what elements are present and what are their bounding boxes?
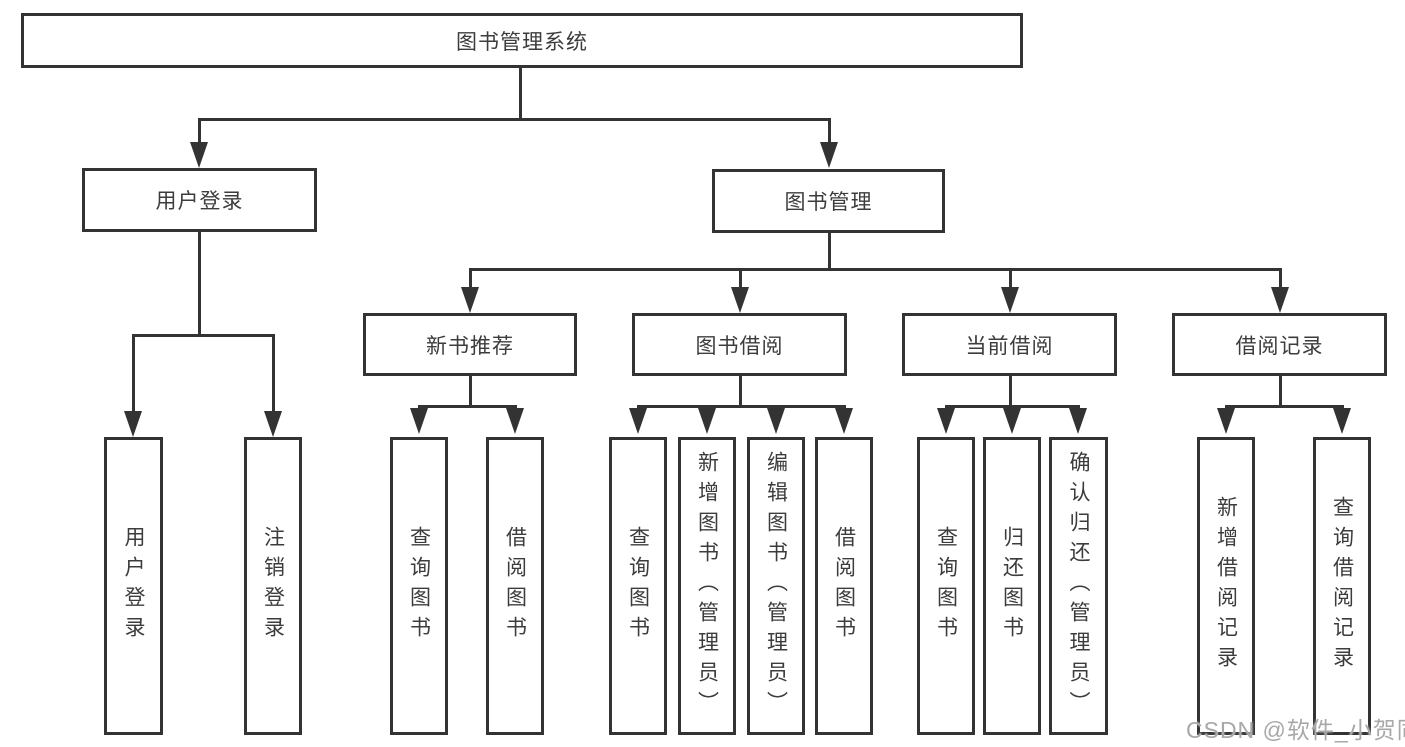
node-root-label: 图书管理系统 — [456, 30, 588, 54]
node-current-borrow-label: 当前借阅 — [965, 334, 1054, 358]
leaf-query-borrow-record: 查询借阅记录 — [1313, 437, 1371, 735]
leaf-add-book-admin: 新增图书（管理员） — [678, 437, 736, 735]
leaf-borrow-book-newrec: 借阅图书 — [486, 437, 544, 735]
leaf-query-book-newrec-label: 查询图书 — [407, 526, 431, 646]
connector-line — [469, 268, 1282, 271]
leaf-logout-label: 注销登录 — [261, 526, 285, 646]
connector-line — [198, 118, 831, 121]
node-root: 图书管理系统 — [21, 13, 1023, 68]
connector-line — [828, 233, 831, 270]
arrow-down-icon — [937, 408, 955, 434]
arrow-down-icon — [461, 287, 479, 313]
leaf-query-book-newrec: 查询图书 — [390, 437, 448, 735]
node-borrow-record: 借阅记录 — [1172, 313, 1387, 376]
connector-line — [828, 118, 831, 150]
connector-line — [132, 334, 135, 420]
arrow-down-icon — [820, 142, 838, 168]
connector-line — [945, 405, 1080, 408]
leaf-add-borrow-record: 新增借阅记录 — [1197, 437, 1255, 735]
leaf-user-login-label: 用户登录 — [122, 526, 145, 646]
leaf-logout: 注销登录 — [244, 437, 302, 735]
connector-line — [198, 232, 201, 336]
arrow-down-icon — [264, 411, 282, 437]
leaf-add-borrow-record-label: 新增借阅记录 — [1214, 496, 1238, 676]
arrow-down-icon — [1001, 287, 1019, 313]
leaf-query-book-borrow: 查询图书 — [609, 437, 667, 735]
connector-line — [637, 405, 846, 408]
connector-line — [1009, 268, 1012, 292]
connector-line — [418, 405, 517, 408]
leaf-confirm-return-admin-label: 确认归还（管理员） — [1067, 451, 1090, 721]
arrow-down-icon — [767, 408, 785, 434]
arrow-down-icon — [629, 408, 647, 434]
connector-line — [1279, 268, 1282, 292]
arrow-down-icon — [731, 287, 749, 313]
arrow-down-icon — [1271, 287, 1289, 313]
connector-line — [132, 334, 275, 337]
connector-line — [469, 376, 472, 407]
node-book-borrow: 图书借阅 — [632, 313, 847, 376]
node-new-book-recommend-label: 新书推荐 — [426, 334, 514, 358]
arrow-down-icon — [410, 408, 428, 434]
node-book-management: 图书管理 — [712, 169, 945, 233]
connector-line — [1279, 376, 1282, 407]
leaf-confirm-return-admin: 确认归还（管理员） — [1049, 437, 1108, 735]
node-book-management-label: 图书管理 — [784, 191, 873, 214]
connector-line — [1009, 376, 1012, 407]
arrow-down-icon — [1333, 408, 1351, 434]
csdn-watermark: CSDN @软件_小贺同学 — [1186, 717, 1405, 743]
connector-line — [469, 268, 472, 292]
arrow-down-icon — [1217, 408, 1235, 434]
connector-line — [739, 268, 742, 292]
connector-line — [272, 334, 275, 420]
leaf-edit-book-admin: 编辑图书（管理员） — [747, 437, 805, 735]
arrow-down-icon — [124, 411, 142, 437]
leaf-borrow-book-newrec-label: 借阅图书 — [503, 526, 527, 646]
leaf-query-book-current: 查询图书 — [917, 437, 975, 735]
node-user-login: 用户登录 — [82, 168, 317, 232]
leaf-query-borrow-record-label: 查询借阅记录 — [1330, 496, 1354, 676]
arrow-down-icon — [506, 408, 524, 434]
leaf-add-book-admin-label: 新增图书（管理员） — [695, 451, 719, 721]
leaf-query-book-borrow-label: 查询图书 — [626, 526, 650, 646]
leaf-query-book-current-label: 查询图书 — [934, 526, 958, 646]
node-user-login-label: 用户登录 — [155, 190, 244, 213]
node-borrow-record-label: 借阅记录 — [1235, 334, 1324, 358]
leaf-return-book: 归还图书 — [983, 437, 1041, 735]
node-new-book-recommend: 新书推荐 — [363, 313, 577, 376]
leaf-user-login: 用户登录 — [104, 437, 163, 735]
arrow-down-icon — [1003, 408, 1021, 434]
arrow-down-icon — [835, 408, 853, 434]
node-book-borrow-label: 图书借阅 — [695, 334, 784, 358]
connector-line — [1225, 405, 1344, 408]
leaf-return-book-label: 归还图书 — [1000, 526, 1024, 646]
arrow-down-icon — [1069, 408, 1087, 434]
leaf-edit-book-admin-label: 编辑图书（管理员） — [764, 451, 788, 721]
leaf-borrow-book-borrow-label: 借阅图书 — [832, 526, 856, 646]
connector-line — [739, 376, 742, 407]
arrow-down-icon — [698, 408, 716, 434]
leaf-borrow-book-borrow: 借阅图书 — [815, 437, 873, 735]
connector-line — [519, 66, 522, 120]
arrow-down-icon — [190, 142, 208, 168]
node-current-borrow: 当前借阅 — [902, 313, 1117, 376]
connector-line — [198, 118, 201, 150]
